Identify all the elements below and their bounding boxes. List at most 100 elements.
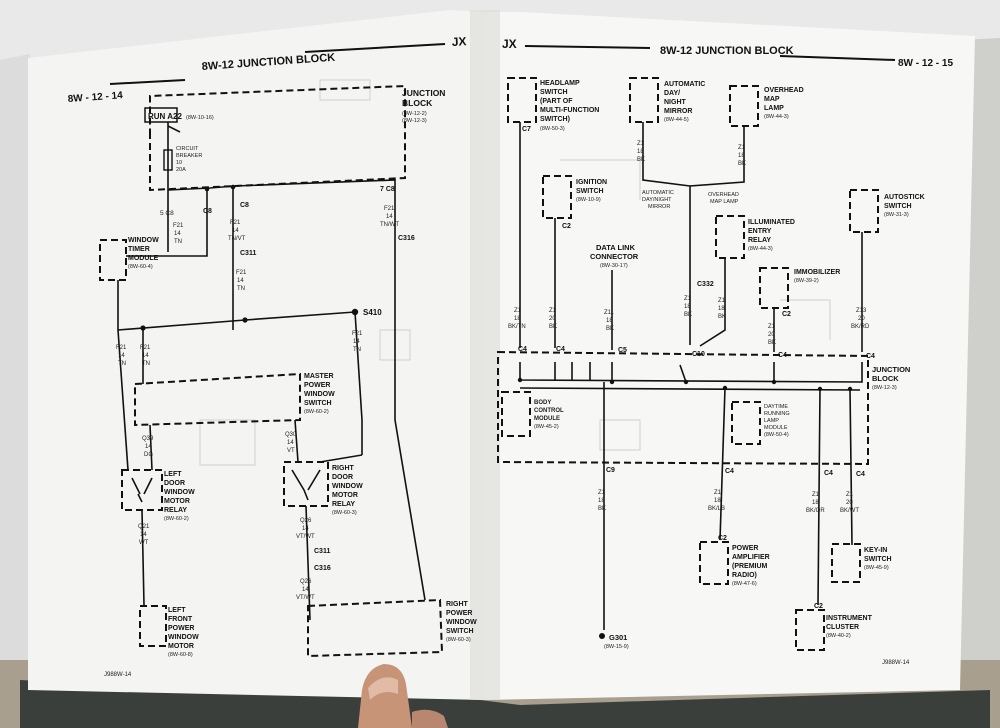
wire-bkor: BK/OR — [806, 508, 825, 514]
wire-20-as: 20 — [858, 316, 865, 322]
rp-3: WINDOW — [446, 619, 477, 626]
adn-5: (8W-44-5) — [664, 117, 689, 123]
autostick-switch-box — [849, 189, 879, 233]
pa-1: POWER — [732, 545, 758, 552]
drl-4: MODULE — [764, 425, 788, 431]
run-label: RUN A22 — [148, 112, 182, 121]
c4-g: C4 — [856, 471, 865, 478]
s410-label: S410 — [363, 308, 382, 317]
splice-1: AUTOMATIC — [642, 190, 674, 196]
rd-4: MOTOR — [332, 492, 358, 499]
wire-q30-gauge: 14 — [287, 440, 294, 446]
c4-b: C4 — [556, 346, 565, 353]
body-control-module-box — [501, 391, 531, 437]
wire-18-ie: 18 — [718, 306, 725, 312]
wire-label-tn-a: TN — [174, 239, 182, 245]
wire-label-14-f: 14 — [118, 353, 125, 359]
wire-bk-ie: BK — [718, 314, 726, 320]
right-page-number: 8W - 12 - 15 — [898, 58, 953, 69]
pa-3: (PREMIUM — [732, 563, 768, 570]
lf-1: LEFT — [168, 607, 186, 614]
wire-label-tn-f: TN — [118, 361, 126, 367]
om-1: OVERHEAD — [764, 87, 804, 94]
ig-2: SWITCH — [576, 188, 604, 195]
c4-c: C4 — [778, 352, 787, 359]
illuminated-entry-relay-box — [715, 215, 745, 259]
c10: C10 — [692, 351, 705, 358]
mpws-4: SWITCH — [304, 400, 332, 407]
mpws-2: POWER — [304, 382, 330, 389]
rp-1: RIGHT — [446, 601, 469, 608]
left-header-tag: JX — [451, 34, 466, 49]
bcm-1: BODY — [534, 400, 551, 406]
wire-20-ig: 20 — [549, 316, 556, 322]
wire-bklb: BK/LB — [708, 506, 725, 512]
dl-1: DATA LINK — [596, 243, 636, 252]
ki-1: KEY-IN — [864, 547, 887, 554]
wire-z11: Z11 — [604, 310, 615, 316]
wire-z1-pa: Z1 — [714, 490, 722, 496]
as-1: AUTOSTICK — [884, 194, 925, 201]
hl-2: SWITCH — [540, 89, 568, 96]
wire-bkwt: BK/WT — [840, 508, 859, 514]
lf-4: WINDOW — [168, 634, 199, 641]
drl-module-box — [731, 401, 761, 445]
wire-z1-hl: Z1 — [514, 308, 522, 314]
rp-4: SWITCH — [446, 628, 474, 635]
c316-b: C316 — [314, 565, 331, 572]
left-front-motor-box — [139, 605, 167, 647]
wtm-2: TIMER — [128, 246, 150, 253]
lf-3: POWER — [168, 625, 194, 632]
wire-18-map: 18 — [738, 153, 745, 159]
c7: C7 — [522, 126, 531, 133]
drl-1: DAYTIME — [764, 404, 788, 410]
wire-18-hl: 18 — [514, 316, 521, 322]
hl-1: HEADLAMP — [540, 80, 580, 87]
pa-2: AMPLIFIER — [732, 554, 770, 561]
wire-q26-b-color: VT/WT — [296, 595, 315, 601]
wire-z1-mirror: Z1 — [637, 141, 645, 147]
wire-bk-mirror: BK — [637, 157, 645, 163]
right-footer-code: J988W-14 — [882, 660, 910, 666]
wire-z1-ic: Z1 — [812, 492, 820, 498]
ignition-switch-box — [542, 175, 572, 219]
rjb-1: JUNCTION — [872, 365, 910, 374]
ki-2: SWITCH — [864, 556, 892, 563]
wire-z1-c9: Z1 — [598, 490, 606, 496]
hl-4: MULTI-FUNCTION — [540, 107, 599, 114]
rjb-3: (8W-12-3) — [872, 385, 897, 391]
c8-c: C8 — [240, 202, 249, 209]
c4-d: C4 — [866, 353, 875, 360]
wire-bktn: BK/TN — [508, 324, 526, 330]
dl-2: CONNECTOR — [590, 252, 639, 261]
wire-label-f21-a: F21 — [173, 223, 184, 229]
window-timer-module-box — [99, 239, 127, 281]
wire-q26-b-gauge: 14 — [302, 587, 309, 593]
imm-2: (8W-39-2) — [794, 278, 819, 284]
g301: G301 — [609, 633, 627, 642]
wire-18-c9: 18 — [598, 498, 605, 504]
ic-2: CLUSTER — [826, 624, 859, 631]
adn-4: MIRROR — [664, 108, 692, 115]
wire-q21-gauge: 14 — [140, 532, 147, 538]
dl-3: (8W-30-17) — [600, 263, 628, 269]
wire-bk-c332: BK — [684, 312, 692, 318]
c4-a: C4 — [518, 346, 527, 353]
drl-3: LAMP — [764, 418, 779, 424]
wire-label-tn-g: TN — [142, 361, 150, 367]
ld-2: DOOR — [164, 480, 185, 487]
ld-3: WINDOW — [164, 489, 195, 496]
wire-q39: Q39 — [142, 436, 154, 442]
jb-label-2: BLOCK — [402, 98, 433, 108]
hl-5: SWITCH) — [540, 116, 570, 123]
run-box — [144, 107, 178, 123]
wire-z1-imm: Z1 — [768, 324, 776, 330]
power-amplifier-box — [699, 541, 729, 585]
wire-q26-a: Q26 — [300, 518, 312, 524]
c316-a: C316 — [398, 235, 415, 242]
ground-g301-symbol — [599, 633, 605, 639]
wire-label-f21-c: F21 — [236, 270, 247, 276]
splice-4: OVERHEAD — [708, 192, 739, 198]
wire-z1-ki: Z1 — [846, 492, 854, 498]
instrument-cluster-box — [795, 609, 825, 651]
